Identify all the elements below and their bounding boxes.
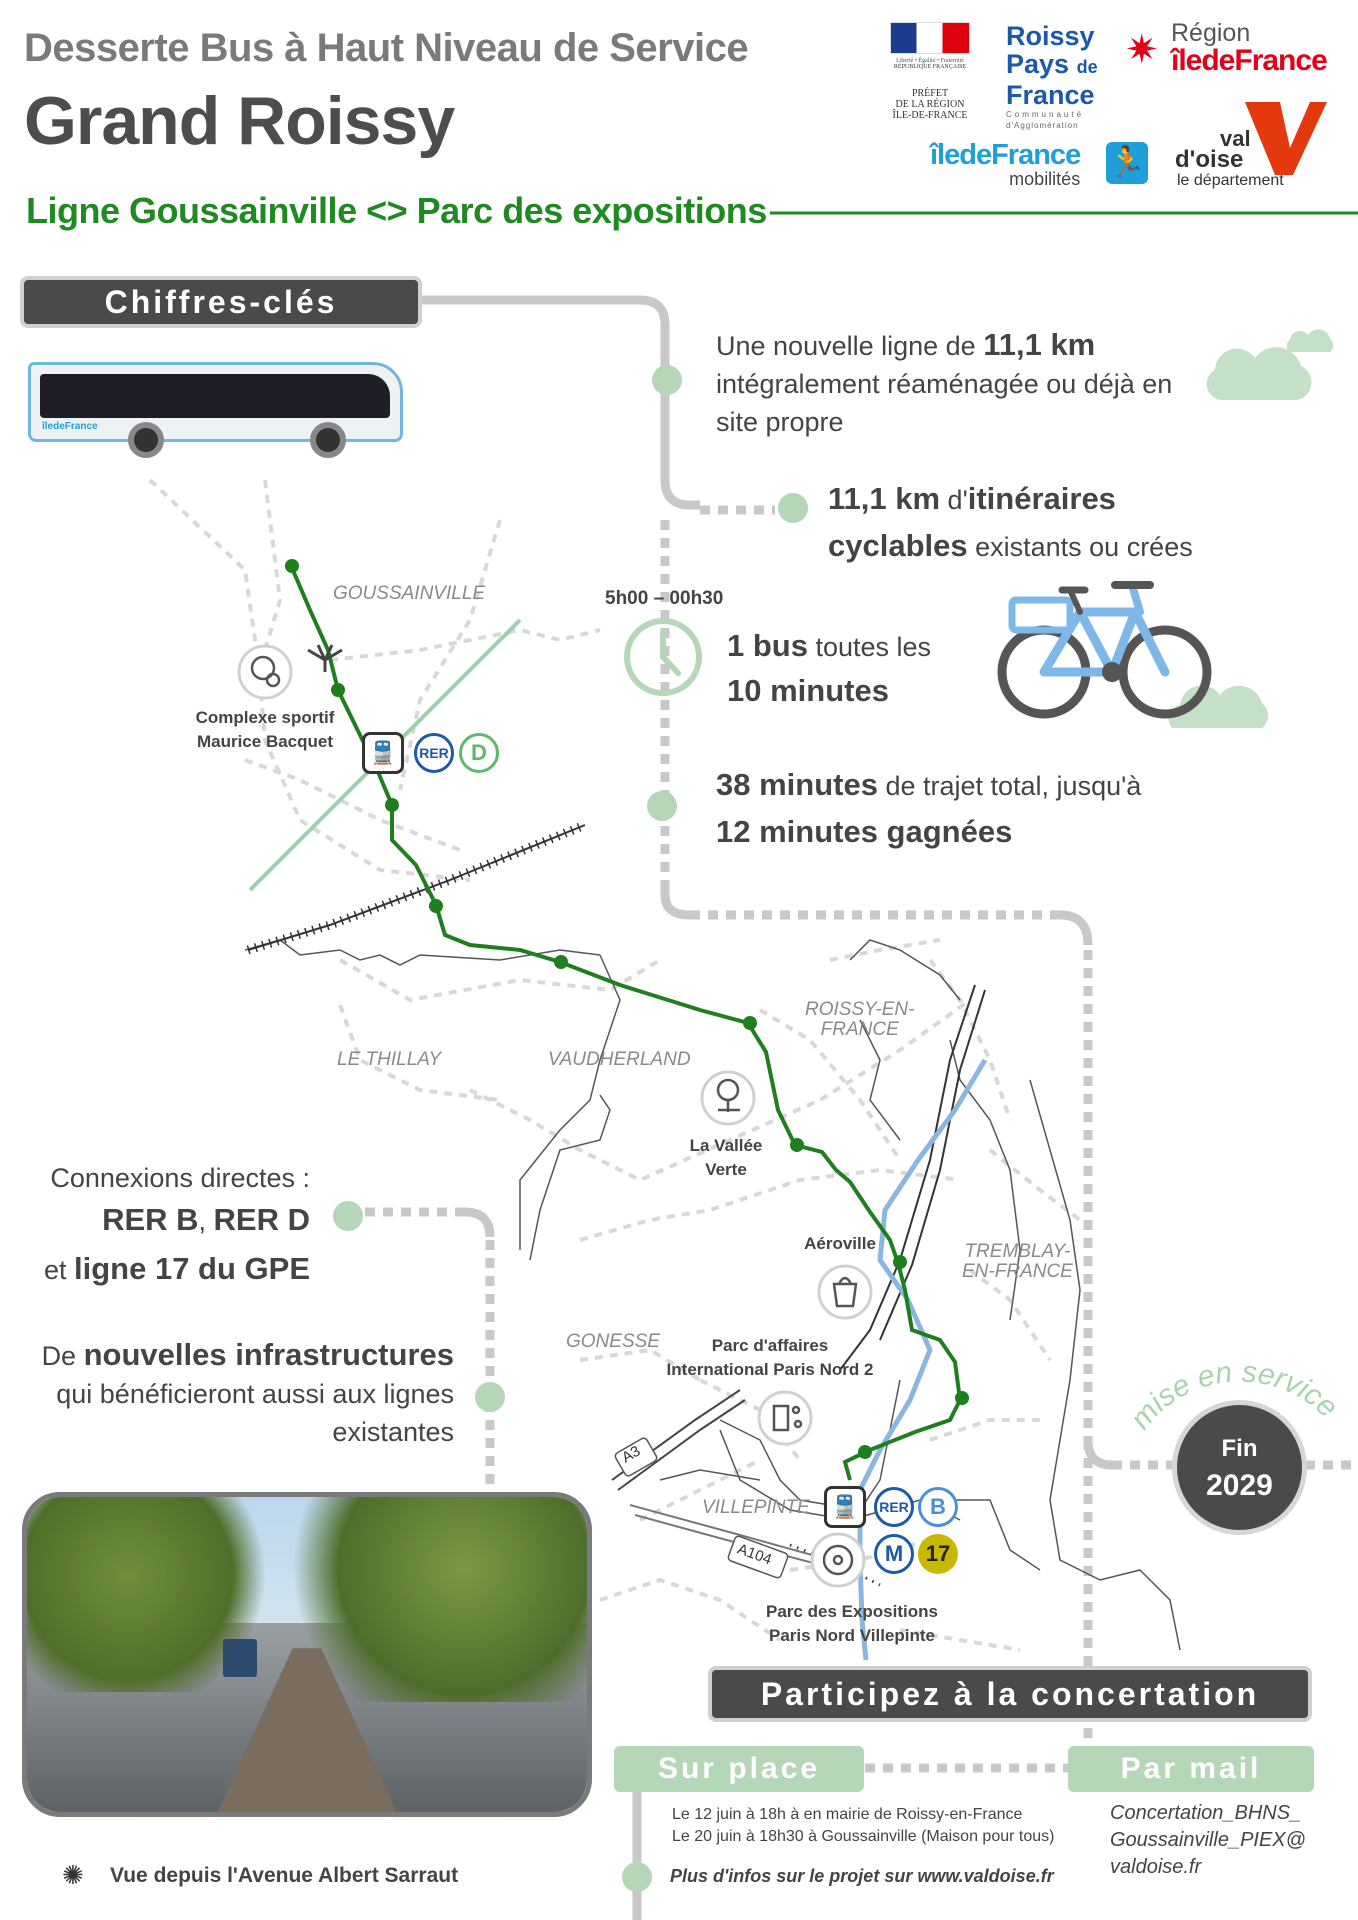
- line-title: Ligne Goussainville <> Parc des expositi…: [26, 190, 767, 231]
- rer-d-badge: D: [459, 733, 499, 773]
- connector-top: [420, 295, 700, 510]
- star-icon: ✷: [1125, 28, 1159, 72]
- park-icon: [700, 1070, 756, 1126]
- page-title: Grand Roissy: [24, 83, 455, 159]
- node-more-info: [622, 1862, 652, 1892]
- bus-illustration: îledeFrance: [28, 360, 413, 460]
- poi-complexe-sportif: Complexe sportif Maurice Bacquet: [195, 708, 335, 751]
- v-mark-icon: [1245, 102, 1327, 175]
- bus-in-photo: [223, 1638, 257, 1677]
- expo-icon: [810, 1532, 866, 1588]
- place-roissy-en-france: ROISSY-EN- FRANCE: [805, 999, 915, 1040]
- route-stops: [285, 559, 969, 1459]
- idf-mobilites-logo: îledeFrance mobilités: [930, 139, 1081, 189]
- shopping-bag-icon: [817, 1264, 873, 1320]
- node-figure-1: [652, 365, 682, 395]
- poi-parc-affaires: Parc d'affaires International Paris Nord…: [666, 1336, 874, 1379]
- concertation-heading: Participez à la concertation: [708, 1666, 1312, 1722]
- bus-brand-label: îledeFrance: [42, 421, 98, 432]
- poi-aeroville: Aéroville: [804, 1234, 876, 1253]
- place-goussainville: GOUSSAINVILLE: [333, 583, 486, 604]
- figure-cycle-routes: 11,1 km d'itinéraires cyclables existant…: [828, 481, 1193, 563]
- concertation-dates: Le 12 juin à 18h à en mairie de Roissy-e…: [672, 1806, 1055, 1845]
- prefet-logo: Liberté • Égalité • Fraternité RÉPUBLIQU…: [880, 22, 980, 121]
- node-figure-2: [778, 493, 808, 523]
- rer-b-badge: B: [918, 1487, 958, 1527]
- wheel-icon: [128, 422, 164, 458]
- poi-la-vallee-verte: La Vallée Verte: [689, 1136, 763, 1179]
- place-le-thillay: LE THILLAY: [337, 1049, 442, 1070]
- service-hours: 5h00 – 00h30: [605, 588, 724, 609]
- cloud-icon: [1206, 347, 1312, 400]
- person-icon: 🏃: [1106, 142, 1148, 184]
- marianne-icon: [890, 22, 970, 54]
- sports-complex-icon: [237, 644, 293, 700]
- wheel-icon: [310, 422, 346, 458]
- camera-view-icon: ✺: [62, 1860, 84, 1890]
- region-idf-logo: ✷ Région îledeFrance: [1125, 19, 1328, 77]
- concertation-email: Concertation_BHNS_ Goussainville_PIEX@ v…: [1110, 1802, 1306, 1878]
- node-infra: [475, 1382, 505, 1412]
- sparkle-icon: [307, 644, 343, 672]
- metro-badge: M: [874, 1534, 914, 1574]
- new-infrastructure: De nouvelles infrastructures qui bénéfic…: [41, 1337, 454, 1447]
- rer-badge: RER: [414, 733, 454, 773]
- sur-place-heading: Sur place: [614, 1746, 864, 1792]
- val-doise-logo: val d'oise le département: [1175, 100, 1330, 190]
- bicycle-icon: [997, 581, 1212, 719]
- street-view-photo: [22, 1492, 592, 1817]
- poi-parc-expositions: Parc des Expositions Paris Nord Villepin…: [766, 1602, 938, 1645]
- place-gonesse: GONESSE: [566, 1331, 660, 1352]
- par-mail-heading: Par mail: [1068, 1746, 1314, 1792]
- roissy-pays-de-france-logo: Roissy Pays de France Communauté d'Agglo…: [1006, 21, 1098, 130]
- service-date-badge: Fin 2029: [1172, 1400, 1307, 1535]
- line-17-badge: 17: [918, 1534, 958, 1574]
- place-tremblay-en-france: TREMBLAY- EN-FRANCE: [962, 1241, 1073, 1282]
- node-figure-4: [647, 791, 677, 821]
- place-vaudherland: VAUDHERLAND: [548, 1049, 691, 1070]
- business-park-icon: [757, 1390, 813, 1446]
- figure-travel-time: 38 minutes de trajet total, jusqu'à 12 m…: [716, 767, 1142, 849]
- more-info-link[interactable]: Plus d'infos sur le projet sur www.valdo…: [670, 1866, 1054, 1886]
- figure-frequency: 1 bus toutes les 10 minutes: [727, 628, 932, 708]
- photo-caption: Vue depuis l'Avenue Albert Sarraut: [110, 1864, 459, 1887]
- direct-connections: Connexions directes : RER B, RER D et li…: [43, 1163, 310, 1286]
- place-villepinte: VILLEPINTE: [702, 1497, 810, 1518]
- page-subtitle: Desserte Bus à Haut Niveau de Service: [24, 26, 749, 70]
- train-station-icon: 🚆: [362, 732, 404, 774]
- node-connections: [333, 1201, 363, 1231]
- train-station-icon: 🚆: [824, 1486, 866, 1528]
- figure-line-length: Une nouvelle ligne de 11,1 km intégralem…: [716, 327, 1173, 437]
- rer-badge: RER: [874, 1487, 914, 1527]
- key-figures-heading: Chiffres-clés: [20, 276, 422, 328]
- clock-icon: [624, 618, 702, 696]
